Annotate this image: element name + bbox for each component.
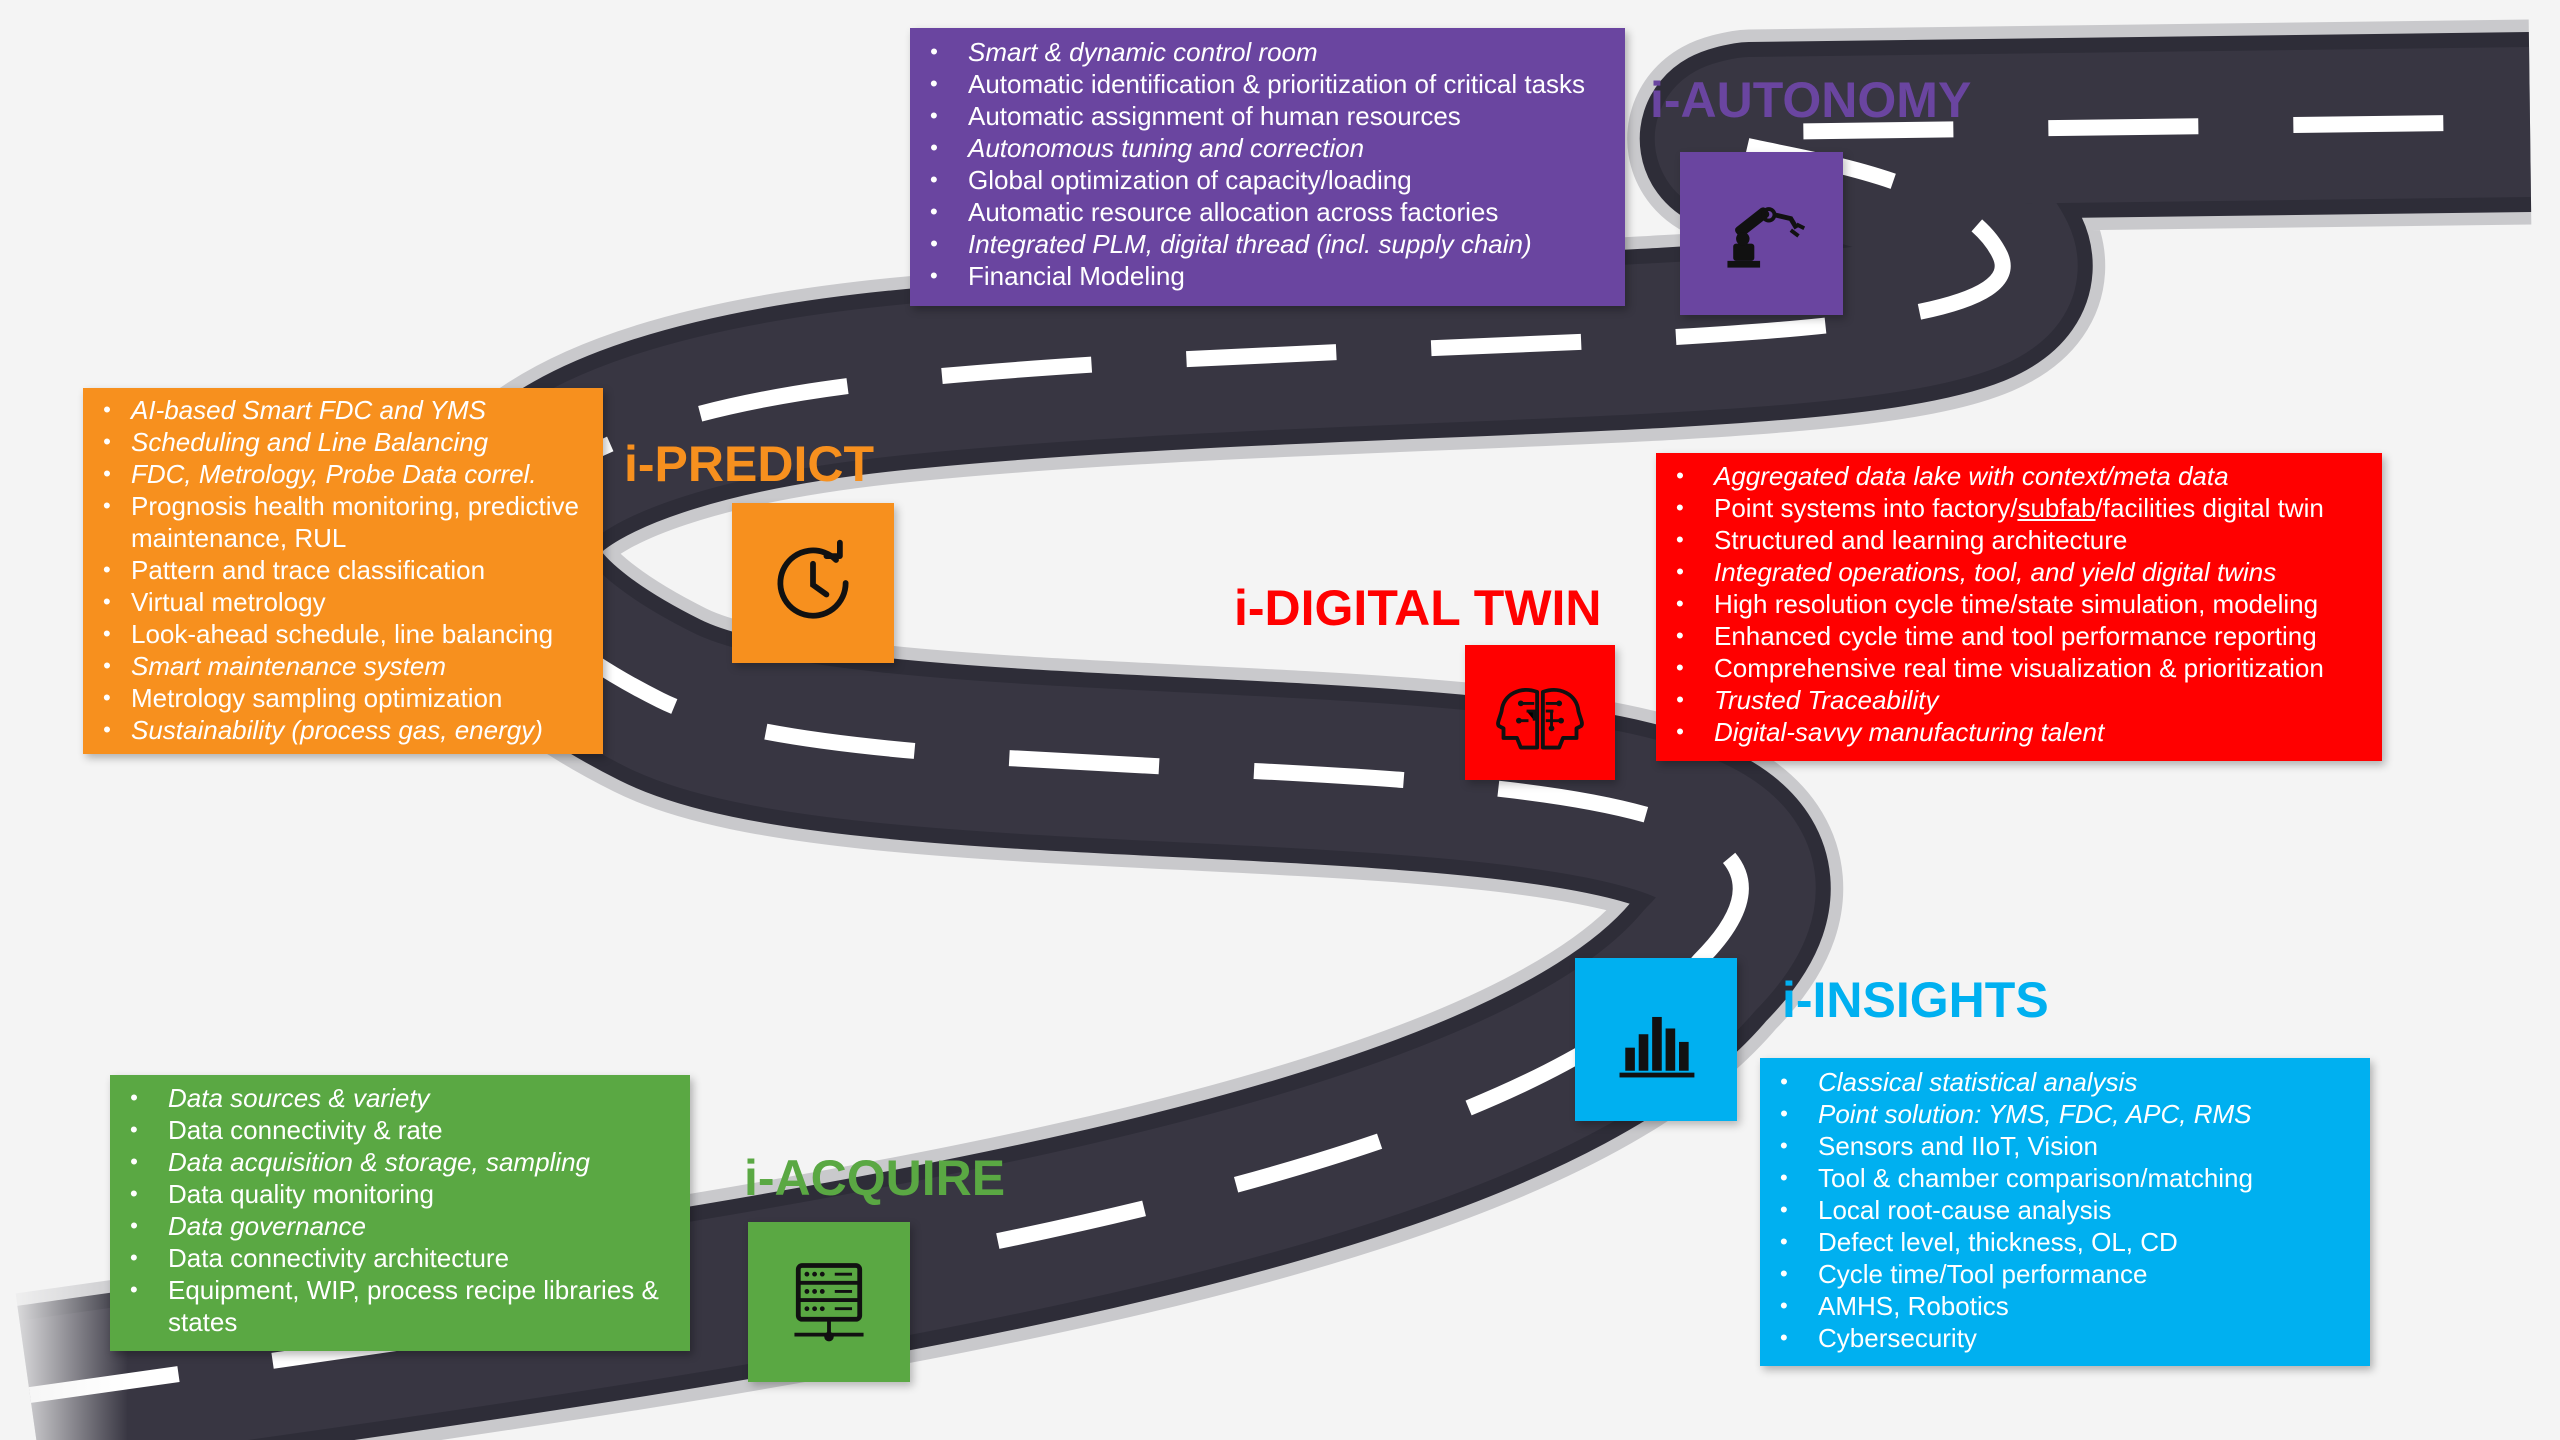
digital-twin-list: Aggregated data lake with context/meta d… xyxy=(1656,460,2382,748)
acquire-item: Equipment, WIP, process recipe libraries… xyxy=(110,1274,690,1338)
server-network-icon xyxy=(794,1263,864,1342)
predict-item: AI-based Smart FDC and YMS xyxy=(83,394,603,426)
predict-item: Prognosis health monitoring, predictive … xyxy=(83,490,603,554)
digital-twin-icon-tile xyxy=(1465,645,1615,780)
digital-twin-item-part: /facilities digital twin xyxy=(2095,493,2324,523)
digital-twin-item: Integrated operations, tool, and yield d… xyxy=(1656,556,2382,588)
acquire-icon-tile xyxy=(748,1222,910,1382)
digital-twin-box: Aggregated data lake with context/meta d… xyxy=(1656,453,2382,761)
digital-twin-item-underlined: subfab xyxy=(2017,493,2096,523)
acquire-item: Data quality monitoring xyxy=(110,1178,690,1210)
insights-list: Classical statistical analysis Point sol… xyxy=(1760,1066,2370,1354)
digital-twin-item: Structured and learning architecture xyxy=(1656,524,2382,556)
autonomy-icon-tile xyxy=(1680,152,1843,315)
predict-item: Virtual metrology xyxy=(83,586,603,618)
autonomy-item: Automatic assignment of human resources xyxy=(910,100,1625,132)
predict-icon-tile xyxy=(732,503,894,663)
autonomy-box: Smart & dynamic control room Automatic i… xyxy=(910,28,1625,306)
insights-item: Tool & chamber comparison/matching xyxy=(1760,1162,2370,1194)
predict-title: i-PREDICT xyxy=(624,436,874,492)
acquire-item: Data connectivity architecture xyxy=(110,1242,690,1274)
clock-refresh-icon xyxy=(777,539,849,619)
insights-item: Sensors and IIoT, Vision xyxy=(1760,1130,2370,1162)
predict-item: Smart maintenance system xyxy=(83,650,603,682)
autonomy-item: Integrated PLM, digital thread (incl. su… xyxy=(910,228,1625,260)
insights-item: AMHS, Robotics xyxy=(1760,1290,2370,1322)
digital-twin-item: Digital-savvy manufacturing talent xyxy=(1656,716,2382,748)
digital-twin-item: Trusted Traceability xyxy=(1656,684,2382,716)
acquire-item: Data connectivity & rate xyxy=(110,1114,690,1146)
autonomy-item: Smart & dynamic control room xyxy=(910,36,1625,68)
digital-twin-item: High resolution cycle time/state simulat… xyxy=(1656,588,2382,620)
predict-box: AI-based Smart FDC and YMS Scheduling an… xyxy=(83,388,603,754)
digital-twin-item: Aggregated data lake with context/meta d… xyxy=(1656,460,2382,492)
acquire-item: Data governance xyxy=(110,1210,690,1242)
robot-arm-icon xyxy=(1726,206,1805,268)
predict-item: FDC, Metrology, Probe Data correl. xyxy=(83,458,603,490)
predict-list: AI-based Smart FDC and YMS Scheduling an… xyxy=(83,394,603,746)
insights-item: Point solution: YMS, FDC, APC, RMS xyxy=(1760,1098,2370,1130)
acquire-box: Data sources & variety Data connectivity… xyxy=(110,1075,690,1351)
autonomy-item: Global optimization of capacity/loading xyxy=(910,164,1625,196)
digital-twin-item: Point systems into factory/subfab/facili… xyxy=(1656,492,2382,524)
insights-item: Local root-cause analysis xyxy=(1760,1194,2370,1226)
autonomy-item: Automatic resource allocation across fac… xyxy=(910,196,1625,228)
digital-twin-item: Comprehensive real time visualization & … xyxy=(1656,652,2382,684)
predict-item: Metrology sampling optimization xyxy=(83,682,603,714)
twin-heads-icon xyxy=(1496,687,1584,749)
acquire-list: Data sources & variety Data connectivity… xyxy=(110,1082,690,1338)
insights-item: Cycle time/Tool performance xyxy=(1760,1258,2370,1290)
bar-chart-icon xyxy=(1619,1016,1695,1077)
digital-twin-item-part: Point systems into factory/ xyxy=(1714,493,2018,523)
autonomy-item: Financial Modeling xyxy=(910,260,1625,292)
insights-icon-tile xyxy=(1575,958,1737,1121)
insights-item: Defect level, thickness, OL, CD xyxy=(1760,1226,2370,1258)
insights-box: Classical statistical analysis Point sol… xyxy=(1760,1058,2370,1366)
insights-item: Classical statistical analysis xyxy=(1760,1066,2370,1098)
predict-item: Look-ahead schedule, line balancing xyxy=(83,618,603,650)
digital-twin-item: Enhanced cycle time and tool performance… xyxy=(1656,620,2382,652)
predict-item: Pattern and trace classification xyxy=(83,554,603,586)
acquire-item: Data acquisition & storage, sampling xyxy=(110,1146,690,1178)
predict-item: Scheduling and Line Balancing xyxy=(83,426,603,458)
autonomy-list: Smart & dynamic control room Automatic i… xyxy=(910,36,1625,292)
autonomy-item: Automatic identification & prioritizatio… xyxy=(910,68,1625,100)
predict-item: Sustainability (process gas, energy) xyxy=(83,714,603,746)
insights-title: i-INSIGHTS xyxy=(1782,972,2049,1028)
acquire-title: i-ACQUIRE xyxy=(744,1150,1006,1206)
digital-twin-title: i-DIGITAL TWIN xyxy=(1234,580,1602,636)
autonomy-item: Autonomous tuning and correction xyxy=(910,132,1625,164)
insights-item: Cybersecurity xyxy=(1760,1322,2370,1354)
acquire-item: Data sources & variety xyxy=(110,1082,690,1114)
autonomy-title: i-AUTONOMY xyxy=(1650,72,1972,128)
